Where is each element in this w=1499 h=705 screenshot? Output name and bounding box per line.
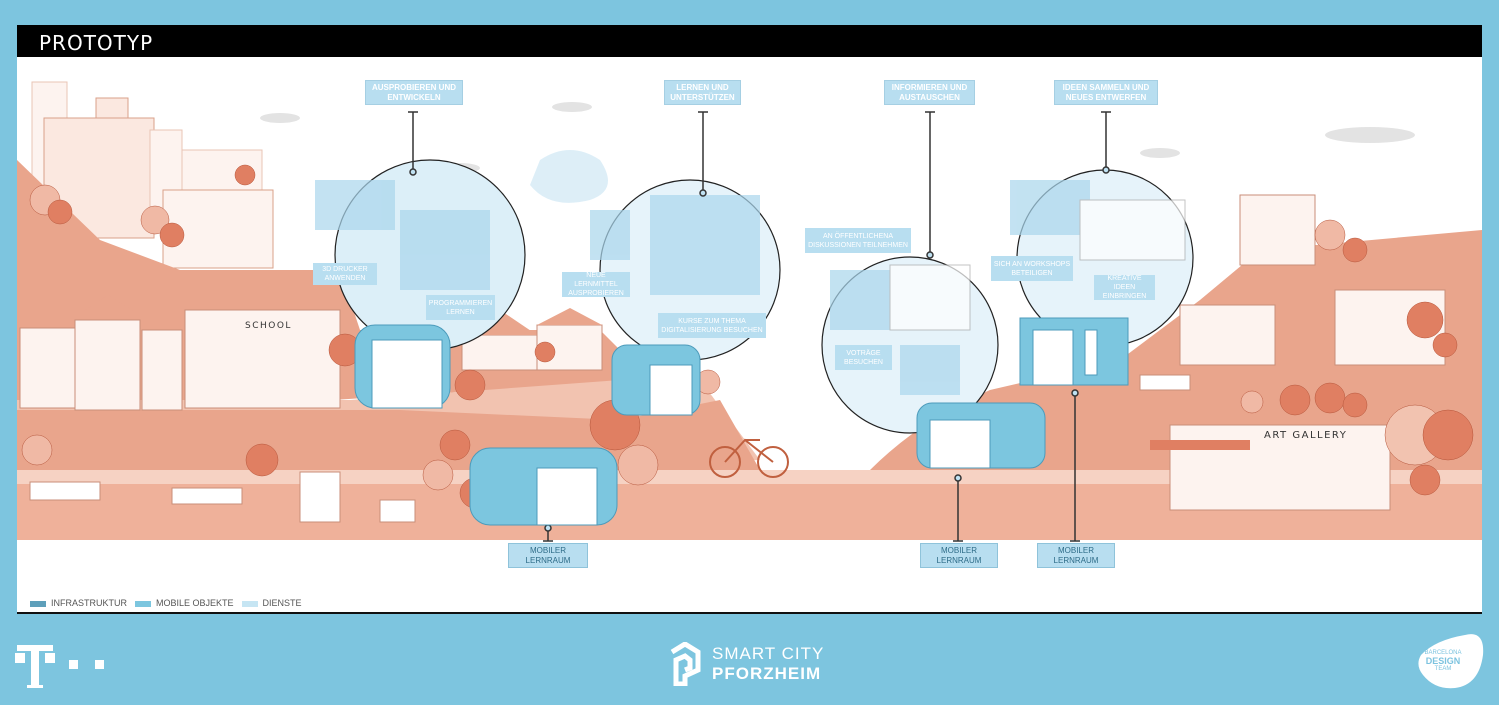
mobile-lernraum-label: MOBILER LERNRAUM — [508, 543, 588, 568]
legend-item-infrastruktur: INFRASTRUKTUR — [30, 598, 127, 608]
service-label: AN ÖFFENTLICHENA DISKUSSIONEN TEILNEHMEN — [805, 228, 911, 253]
service-label: KREATIVE IDEEN EINBRINGEN — [1094, 275, 1155, 300]
service-label: SICH AN WORKSHOPS BETEILIGEN — [991, 256, 1073, 281]
header-bar: PROTOTYP — [17, 25, 1482, 57]
legend-item-mobile: MOBILE OBJEKTE — [135, 598, 234, 608]
connector-lines — [408, 111, 1111, 542]
category-ausprobieren: AUSPROBIEREN UND ENTWICKELN — [365, 80, 463, 105]
page-title: PROTOTYP — [39, 31, 154, 55]
bicycle-icon — [709, 438, 789, 478]
mobile-learning-pods — [354, 317, 1129, 526]
mobile-lernraum-label: MOBILER LERNRAUM — [1037, 543, 1115, 568]
category-ideen: IDEEN SAMMELN UND NEUES ENTWERFEN — [1054, 80, 1158, 105]
mobile-lernraum-label: MOBILER LERNRAUM — [920, 543, 998, 568]
benches-playground — [29, 374, 1191, 523]
trees — [21, 164, 1474, 509]
art-gallery-sign: ART GALLERY — [1264, 430, 1348, 441]
service-label: KURSE ZUM THEMA DIGITALISIERUNG BESUCHEN — [658, 313, 766, 338]
service-label: NEUE LERNMITTEL AUSPROBIEREN — [562, 272, 630, 297]
legend-item-dienste: DIENSTE — [241, 598, 302, 608]
category-lernen: LERNEN UND UNTERSTÜTZEN — [664, 80, 741, 105]
legend: INFRASTRUKTUR MOBILE OBJEKTE DIENSTE — [30, 598, 302, 608]
category-informieren: INFORMIEREN UND AUSTAUSCHEN — [884, 80, 975, 105]
service-label: 3D DRUCKER ANWENDEN — [313, 263, 377, 285]
service-label: PROGRAMMIEREN LERNEN — [426, 295, 495, 320]
houses — [19, 194, 1446, 511]
school-sign: SCHOOL — [245, 321, 292, 331]
telekom-logo — [15, 645, 104, 688]
smart-city-logo-icon — [670, 642, 701, 686]
service-label: VOTRÄGE BESUCHEN — [835, 345, 892, 370]
service-inner — [315, 150, 1186, 395]
